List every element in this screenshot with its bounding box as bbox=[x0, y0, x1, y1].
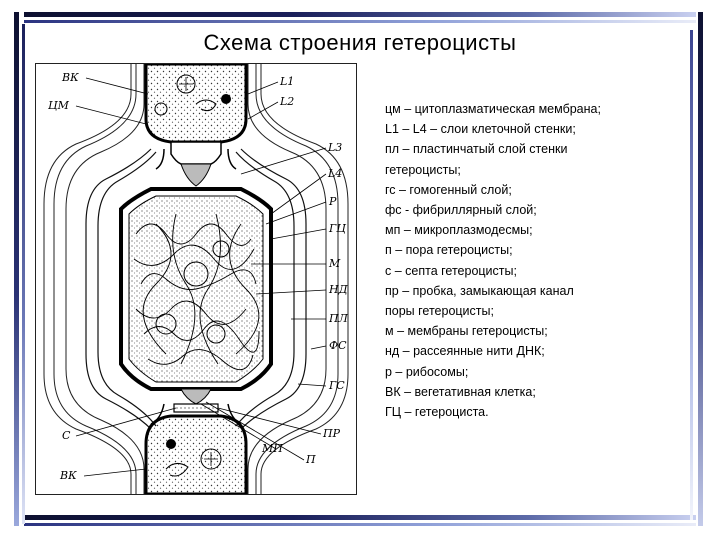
label-r: Р bbox=[328, 195, 337, 208]
legend-line: р – рибосомы; bbox=[385, 364, 469, 379]
frame-top-bar-thin bbox=[24, 20, 696, 23]
label-l4: L4 bbox=[327, 167, 342, 180]
label-pr: ПР bbox=[322, 427, 341, 440]
label-mp: МП bbox=[261, 442, 283, 455]
label-p: П bbox=[305, 453, 316, 466]
legend-line: ГЦ – гетероциста. bbox=[385, 405, 489, 420]
vegetative-cell-bottom bbox=[144, 414, 248, 494]
label-gc: ГЦ bbox=[328, 222, 346, 235]
legend-line: мп – микроплазмодесмы; bbox=[385, 223, 533, 238]
top-pore-plug bbox=[155, 141, 237, 187]
label-l2: L2 bbox=[279, 95, 294, 108]
heterocyst-diagram: ВК ЦМ L1 L2 L3 L4 Р ГЦ М НД ПЛ ФС ГС ПР … bbox=[35, 63, 357, 495]
frame-left-bar-thin bbox=[22, 24, 25, 524]
heterocyst-drawing: ВК ЦМ L1 L2 L3 L4 Р ГЦ М НД ПЛ ФС ГС ПР … bbox=[43, 64, 349, 494]
frame-right-bar-thin bbox=[690, 30, 693, 520]
legend-line: фс - фибриллярный слой; bbox=[385, 203, 537, 218]
label-vk-top: ВК bbox=[61, 71, 79, 84]
heterocyst-body bbox=[119, 187, 273, 391]
legend-line: L1 – L4 – слои клеточной стенки; bbox=[385, 122, 576, 137]
label-m: М bbox=[328, 257, 341, 270]
legend-line: м – мембраны гетероцисты; bbox=[385, 324, 548, 339]
frame-bottom-bar bbox=[24, 515, 696, 520]
label-nd: НД bbox=[328, 283, 349, 296]
legend-line: ВК – вегетативная клетка; bbox=[385, 384, 536, 399]
legend-line: п – пора гетероцисты; bbox=[385, 243, 513, 258]
legend-line: цм – цитоплазматическая мембрана; bbox=[385, 102, 601, 116]
label-l3: L3 bbox=[327, 141, 342, 154]
figure-label-group: ВК ЦМ L1 L2 L3 L4 Р ГЦ М НД ПЛ ФС ГС ПР … bbox=[48, 71, 349, 482]
legend-line: гетероцисты; bbox=[385, 162, 461, 177]
fibrillar-layer-outline bbox=[43, 64, 349, 494]
label-fs: ФС bbox=[329, 339, 347, 352]
label-cm: ЦМ bbox=[48, 99, 70, 112]
legend-line: гс – гомогенный слой; bbox=[385, 182, 512, 197]
legend-line: поры гетероцисты; bbox=[385, 304, 494, 319]
label-vk-bottom: ВК bbox=[59, 469, 77, 482]
label-gs: ГС bbox=[328, 379, 345, 392]
label-leaders bbox=[75, 77, 327, 477]
vegetative-cell-top bbox=[144, 64, 248, 144]
legend-line: пр – пробка, замыкающая канал bbox=[385, 283, 574, 298]
legend-line: нд – рассеянные нити ДНК; bbox=[385, 344, 545, 359]
legend-list: цм – цитоплазматическая мембрана; L1 – L… bbox=[385, 99, 695, 422]
cell-wall-layers bbox=[85, 148, 307, 430]
legend-line: пл – пластинчатый слой стенки bbox=[385, 142, 568, 157]
label-s: С bbox=[62, 429, 71, 442]
frame-top-bar bbox=[24, 12, 696, 17]
slide-title: Схема строения гетероцисты bbox=[203, 30, 517, 55]
frame-left-bar bbox=[14, 12, 19, 526]
frame-bottom-bar-thin bbox=[24, 523, 696, 526]
frame-right-bar bbox=[698, 12, 703, 526]
legend-line: с – септа гетероцисты; bbox=[385, 263, 517, 278]
label-l1: L1 bbox=[279, 75, 294, 88]
label-pl: ПЛ bbox=[328, 312, 349, 325]
